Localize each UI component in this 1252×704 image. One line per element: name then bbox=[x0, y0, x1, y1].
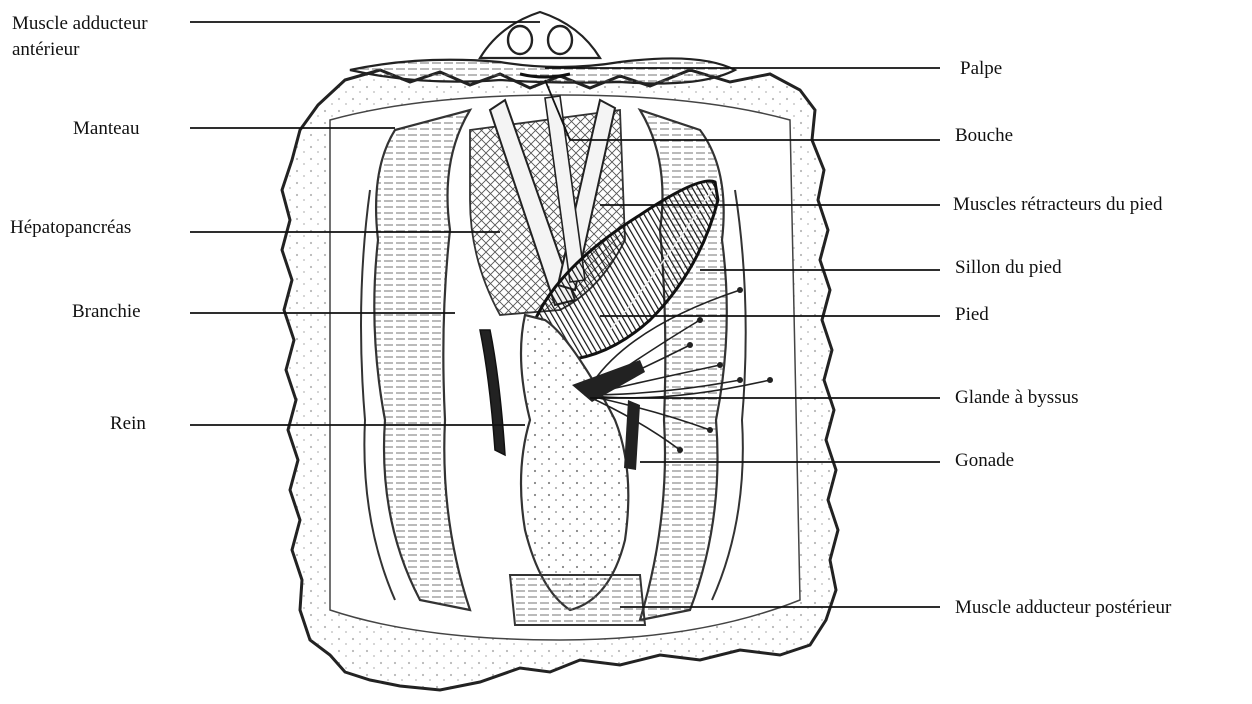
label-muscle-adducteur-anterieur: Muscle adducteur antérieur bbox=[12, 11, 202, 63]
label-manteau: Manteau bbox=[73, 118, 139, 140]
label-muscle-adducteur-anterieur-line1: Muscle adducteur bbox=[12, 11, 202, 37]
label-glande-a-byssus: Glande à byssus bbox=[955, 387, 1078, 409]
label-bouche: Bouche bbox=[955, 125, 1013, 147]
palps bbox=[350, 58, 735, 83]
label-gonade: Gonade bbox=[955, 450, 1014, 472]
label-muscles-retracteurs: Muscles rétracteurs du pied bbox=[953, 194, 1162, 216]
label-sillon-du-pied: Sillon du pied bbox=[955, 257, 1062, 279]
label-palpe: Palpe bbox=[960, 58, 1002, 80]
label-rein: Rein bbox=[110, 413, 146, 435]
label-hepatopancreas: Hépatopancréas bbox=[10, 217, 131, 239]
posterior-adductor bbox=[510, 575, 645, 625]
label-branchie: Branchie bbox=[72, 301, 141, 323]
label-muscle-adducteur-anterieur-line2: antérieur bbox=[12, 37, 202, 63]
anterior-adductor bbox=[480, 12, 600, 58]
label-pied: Pied bbox=[955, 304, 989, 326]
label-muscle-adducteur-posterieur: Muscle adducteur postérieur bbox=[955, 597, 1171, 619]
